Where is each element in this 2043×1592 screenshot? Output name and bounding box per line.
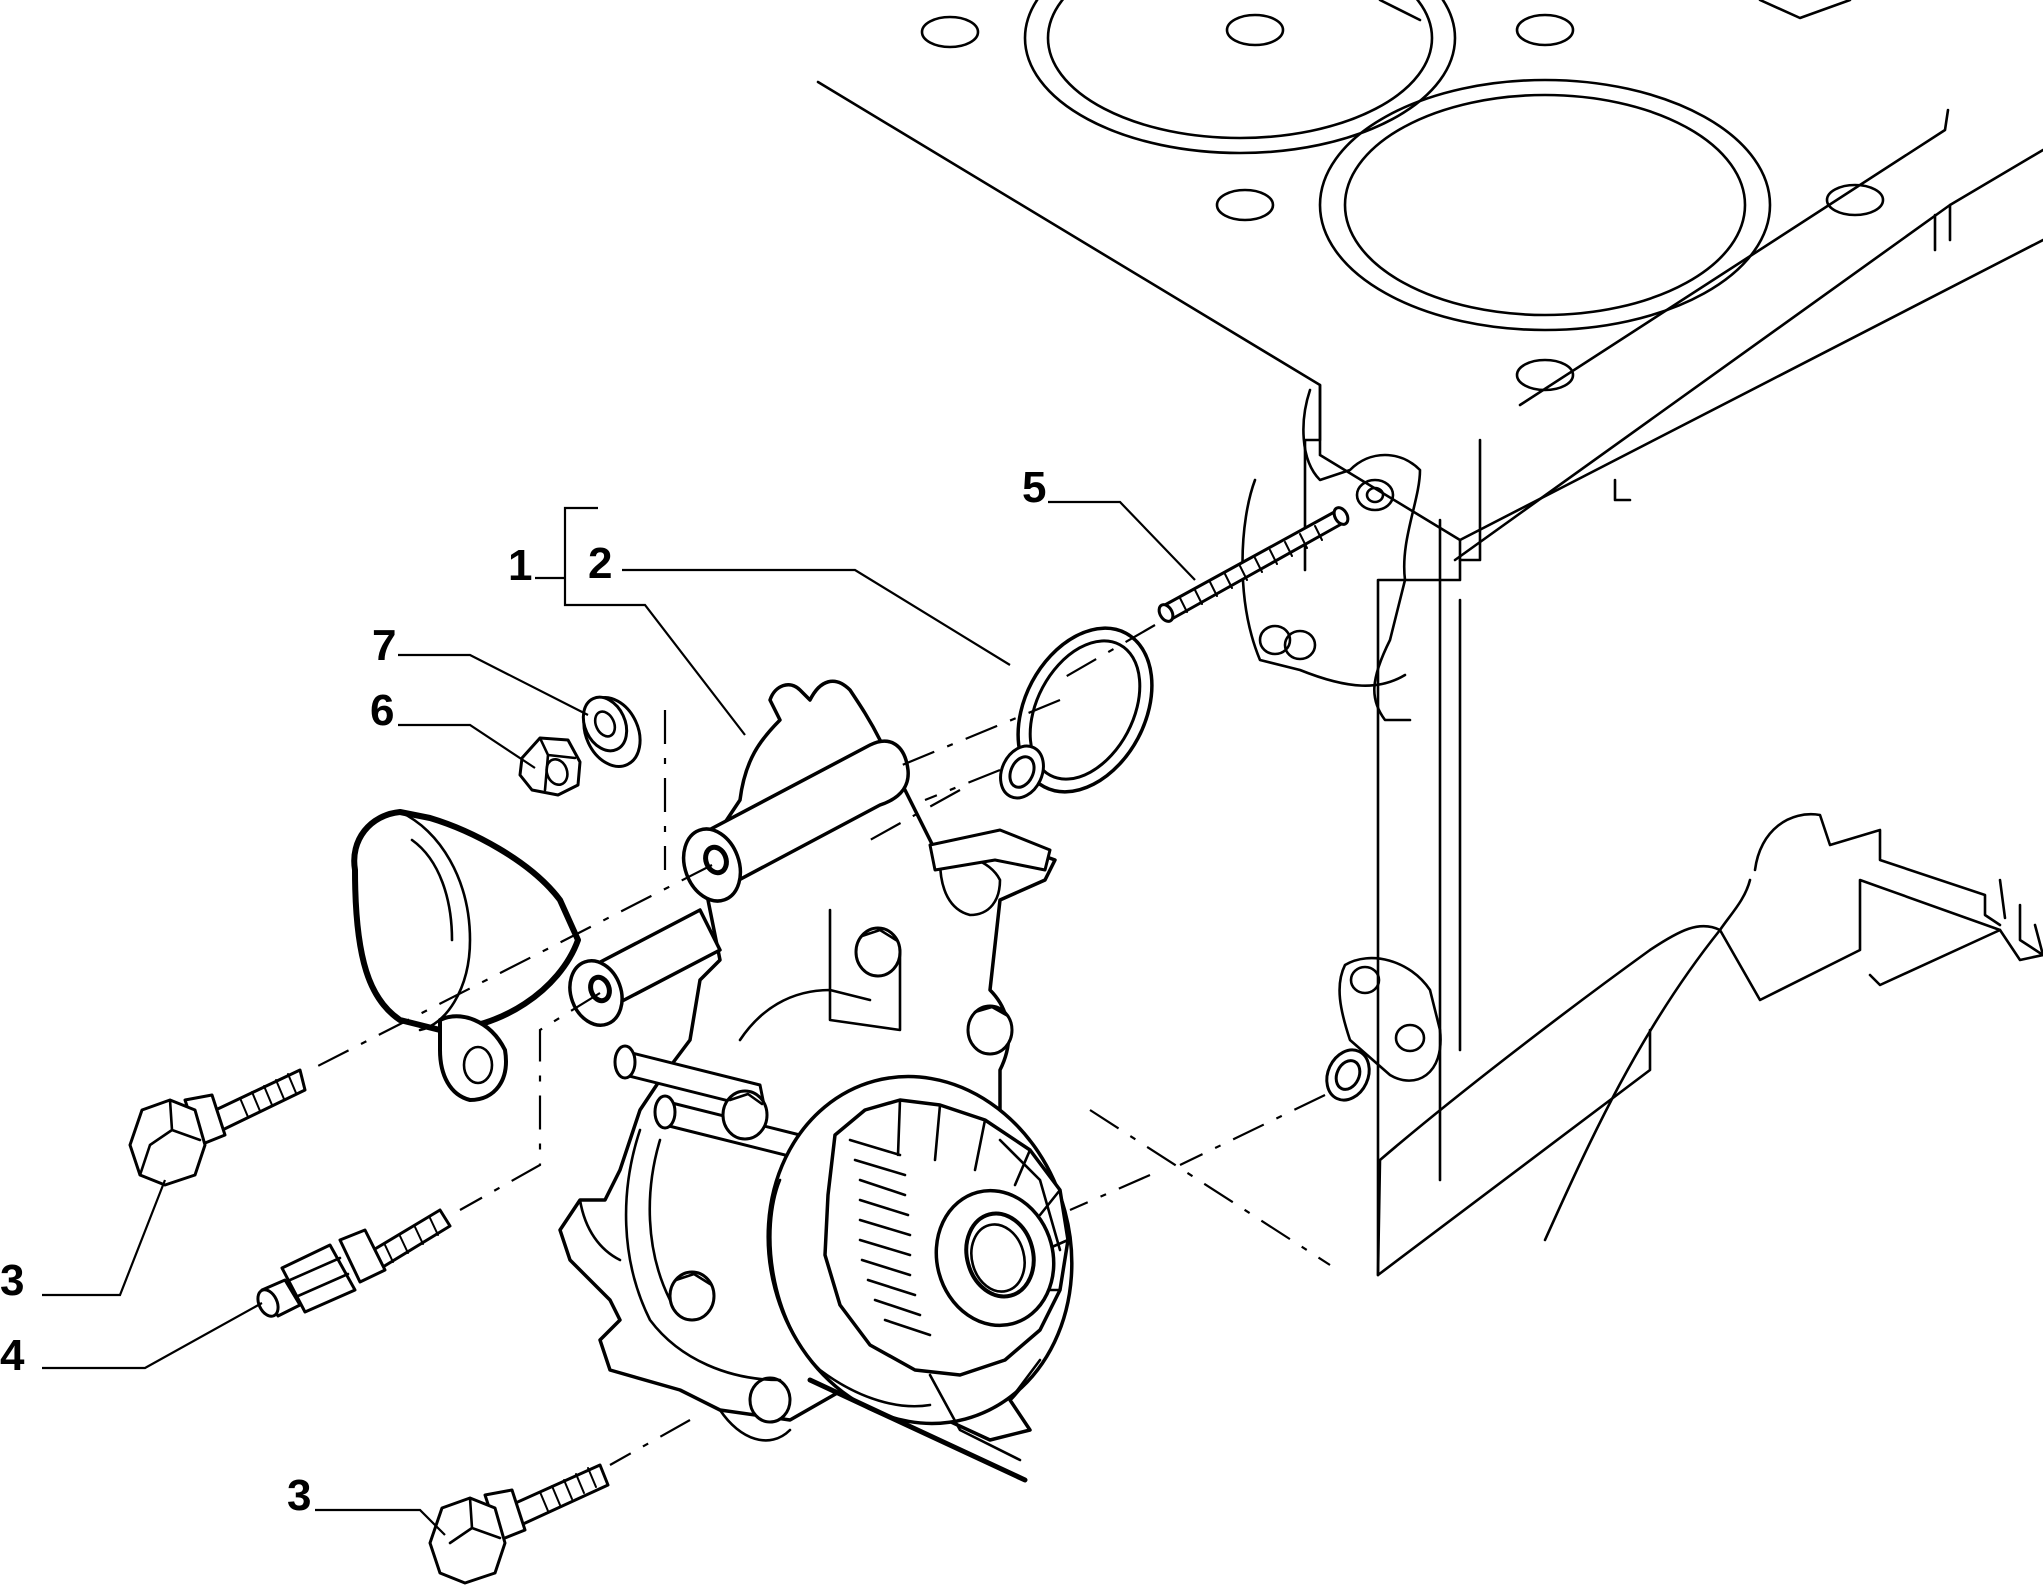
callout-3-lower: 3 (287, 1471, 311, 1520)
flat-washer (581, 695, 642, 768)
callout-leader-lines (42, 500, 1196, 1536)
flange-bolt-lower (428, 1463, 610, 1585)
o-ring-gasket (1016, 626, 1154, 794)
double-ended-stud (256, 1208, 452, 1318)
callout-3-upper: 3 (0, 1256, 24, 1305)
small-o-ring (999, 744, 1045, 800)
threaded-stud (1157, 506, 1350, 623)
callout-4: 4 (0, 1331, 25, 1380)
hex-nut (518, 736, 582, 797)
drive-sprocket (823, 1098, 1070, 1377)
flange-bolt-upper (128, 1068, 307, 1187)
assembly-center-lines (309, 624, 1331, 1466)
callout-2: 2 (588, 539, 612, 588)
lower-o-ring (1325, 1048, 1371, 1102)
callout-labels: 1 2 5 7 6 3 4 3 (0, 463, 1046, 1520)
water-pump-assembly (351, 679, 1074, 1483)
callout-1: 1 (508, 541, 532, 590)
engine-block (816, 0, 2043, 1277)
idler-pulley (351, 809, 581, 1102)
callout-5: 5 (1022, 463, 1046, 512)
callout-6: 6 (370, 686, 394, 735)
callout-7: 7 (372, 621, 396, 670)
